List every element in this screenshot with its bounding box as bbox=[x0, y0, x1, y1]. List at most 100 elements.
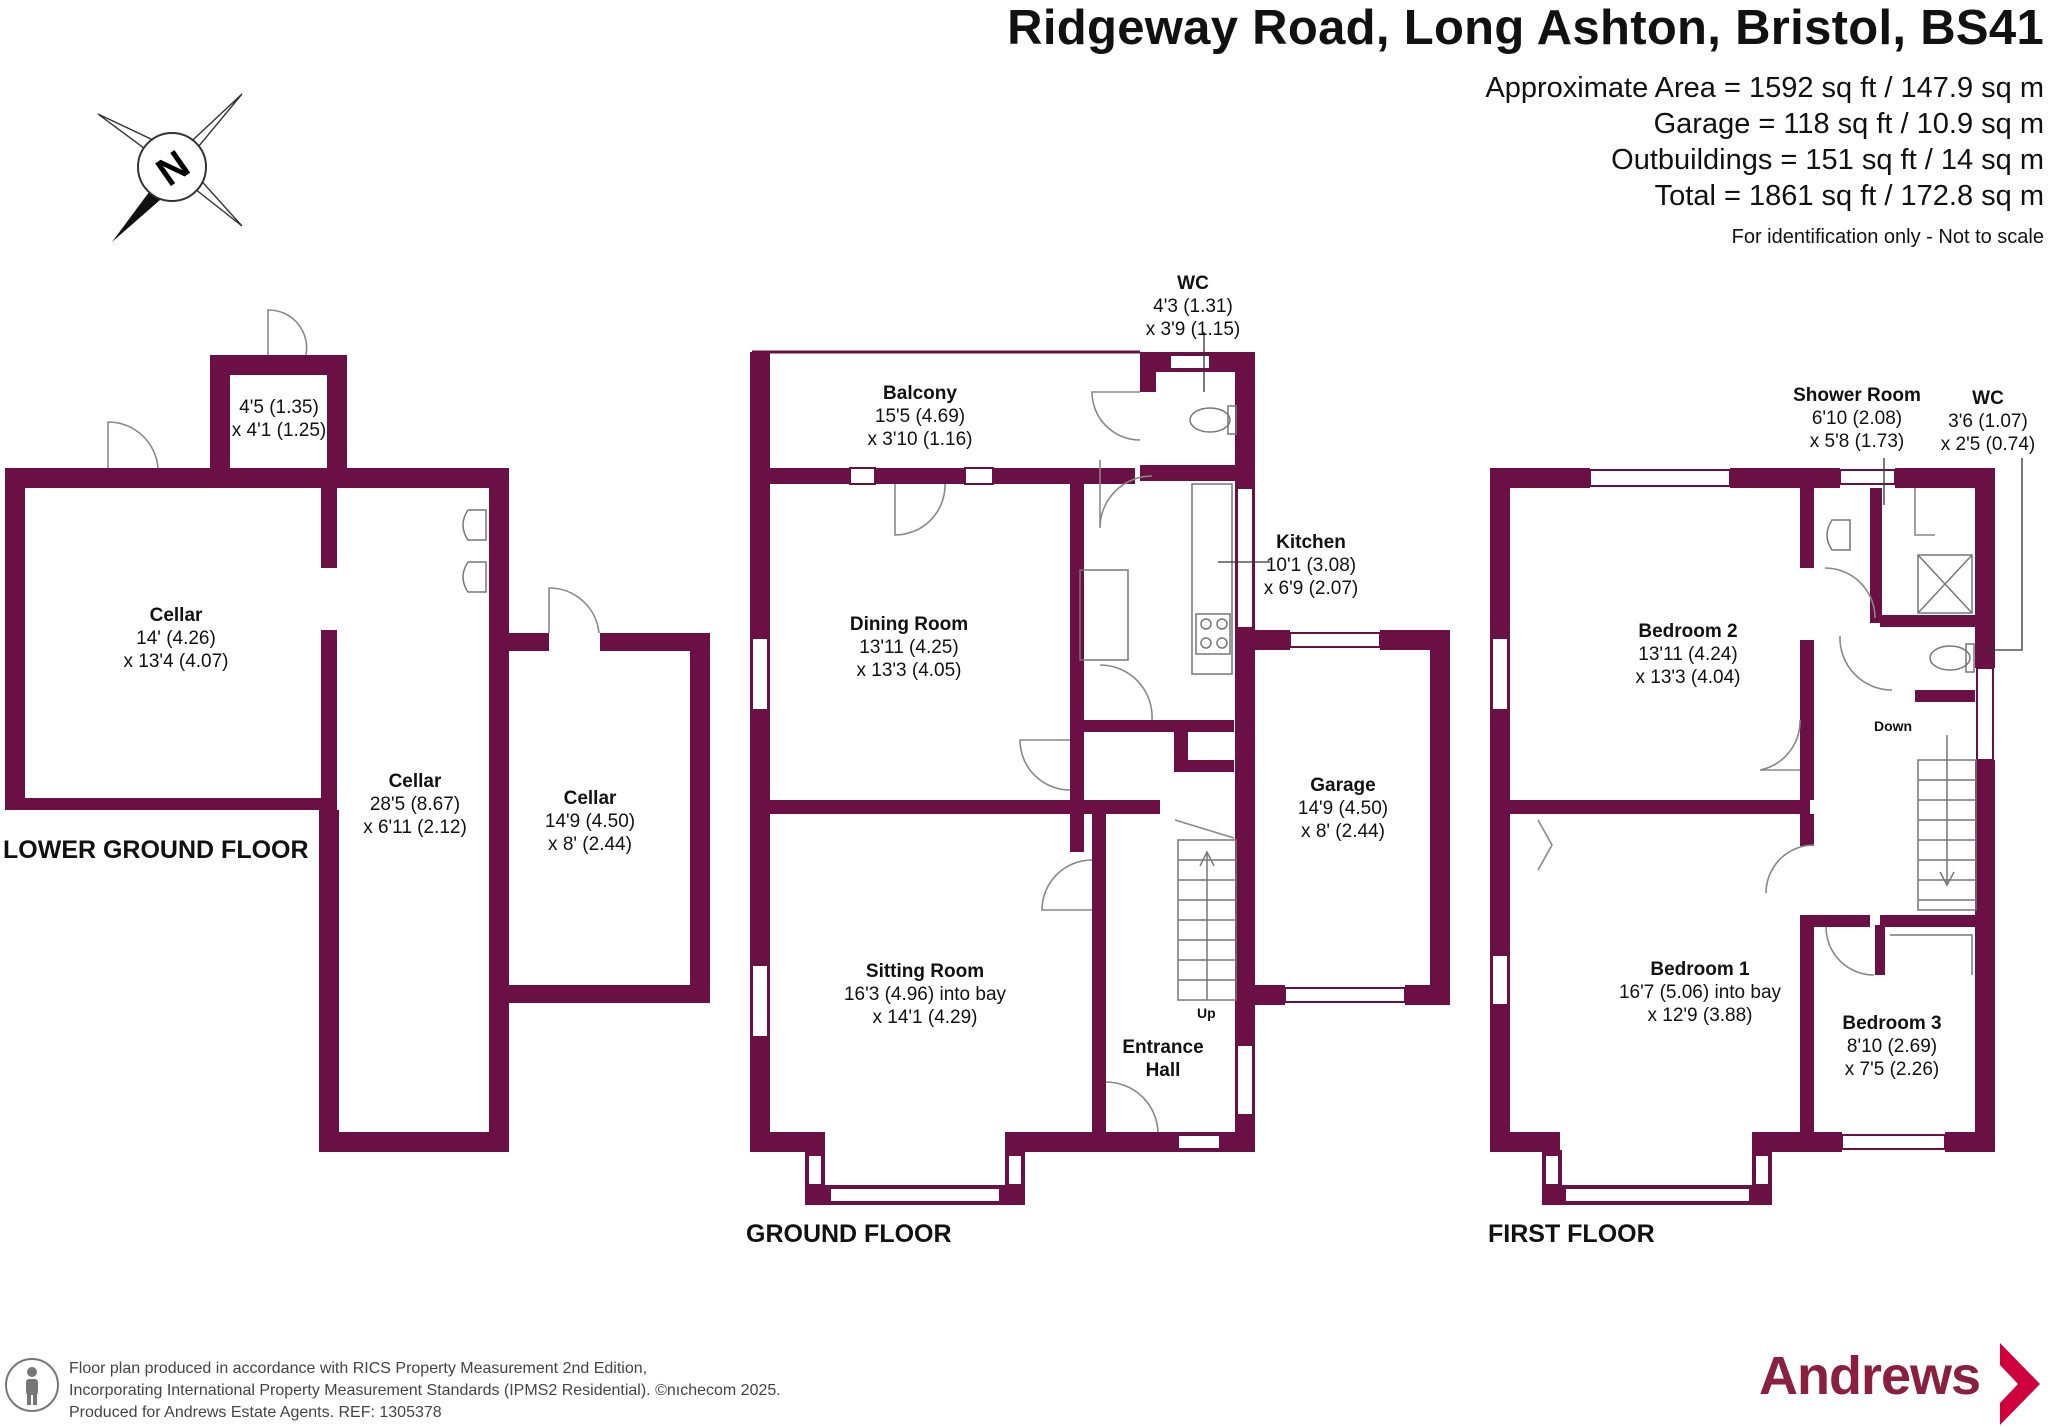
wc-first-cistern bbox=[1965, 643, 1975, 673]
wall-first-top-c bbox=[1815, 468, 1835, 478]
shower-tray bbox=[1917, 554, 1973, 614]
room-shower: Shower Room 6'10 (2.08) x 5'8 (1.73) bbox=[1793, 385, 1921, 452]
person-icon bbox=[5, 1358, 59, 1412]
door-understairs bbox=[1174, 819, 1235, 839]
shower-basin bbox=[1826, 519, 1851, 551]
wall-dining-top-b bbox=[1035, 468, 1135, 484]
wall-dining-top bbox=[750, 468, 1035, 484]
door-cellar-rear bbox=[107, 421, 159, 469]
cellar-sink-2 bbox=[462, 561, 487, 593]
brand-logo: Andrews bbox=[1759, 1346, 1981, 1406]
room-cellar-2: Cellar 28'5 (8.67) x 6'11 (2.12) bbox=[363, 771, 467, 838]
wall-shower-bottom bbox=[1880, 615, 1975, 627]
hob bbox=[1195, 613, 1231, 655]
window-bed1-bay-r bbox=[1754, 1154, 1770, 1186]
window-bed2 bbox=[1589, 469, 1731, 487]
footer-line-3: Produced for Andrews Estate Agents. REF:… bbox=[69, 1404, 442, 1421]
wall-first-bottom-b bbox=[1945, 1132, 1995, 1152]
wall-bed2-right-lower bbox=[1800, 640, 1814, 800]
hob-ring bbox=[1216, 618, 1228, 630]
window-bay-l bbox=[807, 1154, 823, 1186]
window-garage-door bbox=[1284, 987, 1406, 1003]
wall-bed1-right-top bbox=[1800, 814, 1814, 846]
wall-dining-right bbox=[1070, 484, 1084, 809]
wall-store-right bbox=[327, 355, 347, 472]
wall-hall-under-stair bbox=[1174, 760, 1234, 772]
window-bed1-side bbox=[1491, 954, 1509, 1006]
wall-bed1-right bbox=[1800, 920, 1814, 1132]
cellar-sink-1 bbox=[462, 509, 487, 541]
room-bedroom-2: Bedroom 2 13'11 (4.24) x 13'3 (4.04) bbox=[1635, 621, 1741, 688]
wall-first-bottom-a bbox=[1752, 1132, 1842, 1152]
footer-line-2: Incorporating International Property Mea… bbox=[69, 1382, 781, 1399]
window-dining-top-a bbox=[849, 467, 876, 485]
stair-arrow-up bbox=[1199, 850, 1215, 1000]
wall-first-right-top bbox=[1975, 468, 1995, 668]
hob-ring bbox=[1216, 637, 1228, 649]
door-bed1 bbox=[1765, 844, 1815, 894]
door-sitting bbox=[1041, 859, 1093, 911]
wall-bed3-top-b bbox=[1880, 915, 1975, 927]
windows bbox=[751, 354, 1994, 1203]
window-dining-top-b bbox=[964, 467, 994, 485]
window-dining-side bbox=[751, 637, 769, 711]
wall-wc1-bottom bbox=[1915, 690, 1975, 702]
room-balcony: Balcony 15'5 (4.69) x 3'10 (1.16) bbox=[867, 383, 973, 450]
door-wc-first bbox=[1839, 635, 1893, 691]
wall-cellar2-right bbox=[489, 468, 509, 1152]
wc-toilet bbox=[1189, 407, 1231, 433]
footer-notes: Floor plan produced in accordance with R… bbox=[69, 1358, 781, 1424]
wall-cellar3-top-a bbox=[509, 633, 549, 651]
door-dining-balcony bbox=[894, 483, 946, 536]
wall-first-top-b bbox=[1730, 468, 1840, 488]
wall-garage-top-a bbox=[1255, 630, 1290, 650]
footer-line-1: Floor plan produced in accordance with R… bbox=[69, 1360, 648, 1377]
wall-shower-left bbox=[1870, 488, 1882, 623]
wall-hall-post bbox=[1174, 720, 1188, 765]
wall-cellar3-bottom bbox=[509, 985, 710, 1003]
floor-title-first: FIRST FLOOR bbox=[1488, 1220, 1655, 1248]
wall-cellar-top bbox=[5, 468, 507, 488]
door-front bbox=[1105, 1081, 1159, 1133]
wall-store-left bbox=[210, 355, 230, 472]
total-area: Total = 1861 sq ft / 172.8 sq m bbox=[1654, 180, 2044, 212]
window-front bbox=[1177, 1134, 1221, 1150]
property-title: Ridgeway Road, Long Ashton, Bristol, BS4… bbox=[1007, 1, 2044, 55]
room-entrance-hall: Entrance Hall bbox=[1122, 1037, 1204, 1081]
wall-first-left bbox=[1490, 468, 1510, 1152]
wall-kitchen-bottom bbox=[1084, 720, 1234, 732]
door-linen bbox=[1914, 488, 1935, 536]
room-wc-ground: WC 4'3 (1.31) x 3'9 (1.15) bbox=[1145, 273, 1241, 340]
room-wc-first: WC 3'6 (1.07) x 2'5 (0.74) bbox=[1940, 388, 2036, 455]
garage-area: Garage = 118 sq ft / 10.9 sq m bbox=[1653, 108, 2044, 140]
wall-first-bay-left-base bbox=[1490, 1132, 1560, 1152]
stairs-up-label: Up bbox=[1197, 1005, 1216, 1021]
balcony-outline bbox=[750, 350, 1140, 468]
wc-first-toilet bbox=[1929, 645, 1971, 671]
brand-chevron-icon bbox=[2000, 1343, 2040, 1425]
leaders bbox=[1203, 332, 2023, 651]
leader-wc-first bbox=[1985, 458, 2023, 651]
kitchen-worktop bbox=[1191, 483, 1233, 675]
wall-bed2-right-upper bbox=[1800, 488, 1814, 568]
hob-ring bbox=[1200, 637, 1212, 649]
window-shower bbox=[1839, 469, 1896, 485]
chimney-breast bbox=[1079, 569, 1129, 661]
wall-sitting-right-top bbox=[1070, 814, 1084, 852]
wall-bed2-bottom bbox=[1510, 800, 1810, 814]
door-wardrobe bbox=[1537, 819, 1553, 871]
wall-cellar3-top-b bbox=[600, 633, 710, 651]
wall-bed3-top-a bbox=[1800, 915, 1870, 927]
door-dining bbox=[1019, 739, 1071, 791]
floor-title-lower: LOWER GROUND FLOOR bbox=[3, 836, 309, 864]
window-bay-r bbox=[1007, 1154, 1023, 1186]
door-wc bbox=[1091, 391, 1141, 441]
hob-ring bbox=[1200, 618, 1212, 630]
outbuildings-area: Outbuildings = 151 sq ft / 14 sq m bbox=[1611, 144, 2044, 176]
wall-cellar2-bottom bbox=[319, 1132, 509, 1152]
window-bed3 bbox=[1841, 1134, 1946, 1150]
wall-ground-left bbox=[750, 352, 770, 1152]
window-sitting-side bbox=[751, 964, 769, 1038]
stair-arrow-down bbox=[1939, 735, 1955, 887]
wall-wc-left bbox=[1140, 352, 1156, 392]
